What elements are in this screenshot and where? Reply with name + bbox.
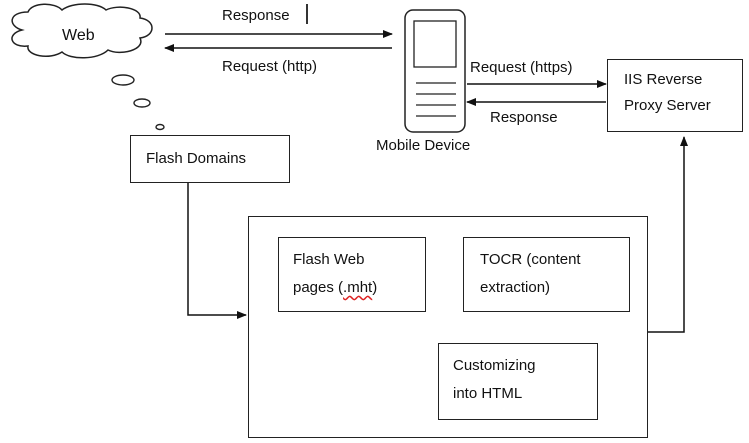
web-label: Web xyxy=(62,27,95,44)
bubble-small xyxy=(155,123,165,131)
request-https-label: Request (https) xyxy=(470,59,573,76)
mobile-device-label: Mobile Device xyxy=(376,137,471,154)
response-top-label: Response xyxy=(222,7,290,24)
bubble-large xyxy=(111,74,135,86)
iis-proxy-label-line1: IIS Reverse xyxy=(624,71,703,88)
mht-extension: .mht xyxy=(343,279,373,296)
flash-web-pages-line2: pages (.mht) xyxy=(293,276,377,300)
tocr-line1: TOCR (content xyxy=(480,251,581,268)
flash-web-pages-prefix: pages ( xyxy=(293,279,344,296)
tocr-line2: extraction) xyxy=(480,279,551,296)
tocr-box: TOCR (content extraction) xyxy=(463,237,630,312)
customizing-line2: into HTML xyxy=(453,385,523,402)
arrow-flash-domains-to-processing xyxy=(187,183,247,319)
customizing-line1: Customizing xyxy=(453,357,536,374)
flash-domains-box: Flash Domains xyxy=(130,135,290,183)
iis-proxy-label-line2: Proxy Server xyxy=(624,97,711,114)
customizing-box: Customizing into HTML xyxy=(438,343,598,420)
arrow-processing-to-iis xyxy=(648,136,688,333)
iis-proxy-box: IIS Reverse Proxy Server xyxy=(607,59,743,132)
request-http-label: Request (http) xyxy=(222,58,318,75)
flash-web-pages-suffix: ) xyxy=(372,279,378,296)
flash-web-pages-box: Flash Web pages (.mht) xyxy=(278,237,426,312)
flash-domains-label: Flash Domains xyxy=(146,150,247,167)
mobile-device-screen xyxy=(413,20,457,68)
web-cloud-shape xyxy=(11,3,153,59)
bubble-medium xyxy=(133,98,151,108)
response-right-label: Response xyxy=(490,109,558,126)
flash-web-pages-line1: Flash Web xyxy=(293,251,365,268)
